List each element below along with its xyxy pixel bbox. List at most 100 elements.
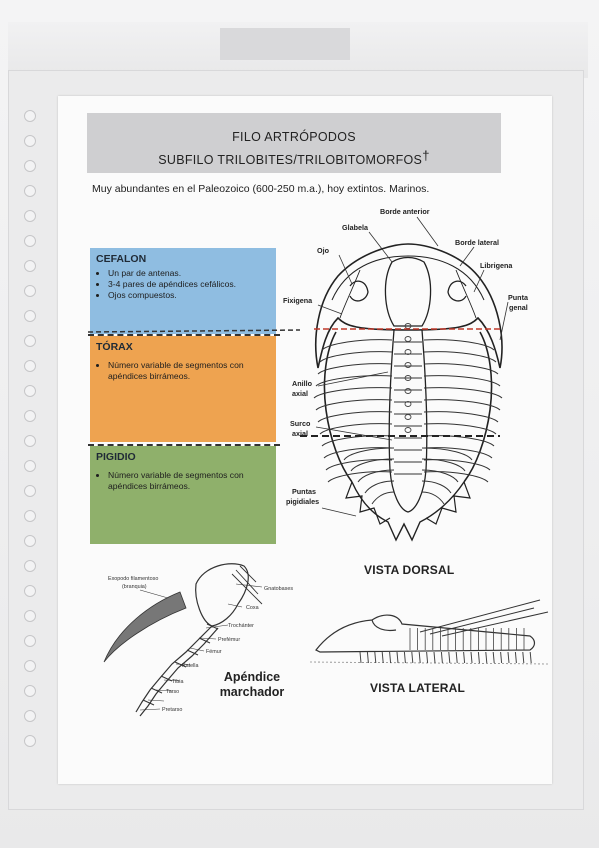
thorax-segment-left [321, 435, 393, 447]
walking-appendage-drawing [103, 563, 263, 717]
label-surco: Surco [290, 419, 311, 428]
lateral-leg [403, 651, 406, 664]
thoracic-segments [313, 339, 503, 505]
thorax-segment-right [423, 363, 499, 375]
pigidio-panel: PIGIDIO Número variable de segmentos con… [90, 446, 276, 544]
pygidium-segment-right [421, 480, 452, 494]
title-line-2: SUBFILO TRILOBITES/TRILOBITOMORFOS† [87, 148, 501, 167]
label-gnatobases: Gnatobases [264, 586, 293, 592]
list-item: Número variable de segmentos con apéndic… [108, 360, 272, 382]
sleeve-tab [220, 28, 350, 60]
binder-hole [24, 135, 36, 147]
trilobite-dorsal-drawing [315, 243, 503, 542]
appendage-joint [198, 637, 211, 644]
label-prefemur: Prefémur [218, 637, 240, 643]
thorax-segment-right [423, 423, 497, 435]
pigidio-list: Número variable de segmentos con apéndic… [94, 470, 276, 492]
axial-dot [404, 349, 412, 355]
lateral-leg [492, 651, 495, 664]
binder-hole [24, 610, 36, 622]
lateral-leg [389, 651, 392, 664]
label-genal: genal [509, 303, 528, 312]
lateral-leg [485, 651, 488, 664]
pygidium-segment-right [421, 469, 459, 483]
binder-hole [24, 710, 36, 722]
binder-hole [24, 360, 36, 372]
pygidium-segment-left [343, 447, 395, 461]
lateral-leg [411, 651, 414, 664]
axial-dot [404, 362, 412, 368]
list-item: 3-4 pares de apéndices cefálicos. [108, 279, 236, 290]
pygidium-segment-right [421, 491, 445, 505]
lateral-leg [455, 651, 458, 664]
label-tibia: Tibia [172, 679, 183, 685]
label-tarso: Tarso [166, 689, 179, 695]
binder-hole [24, 635, 36, 647]
thorax-segment-left [315, 399, 393, 411]
label-branquia: (branquia) [122, 584, 147, 590]
axial-dot [404, 401, 412, 407]
binder-hole [24, 335, 36, 347]
cefalon-title: CEFALON [96, 253, 147, 265]
cefalon-boundary-extension [87, 329, 301, 333]
lateral-leg [529, 651, 532, 664]
axial-dot [404, 336, 412, 342]
binder-hole [24, 260, 36, 272]
lateral-leg [522, 651, 525, 664]
axial-dot [404, 388, 412, 394]
label-punta: Punta [508, 293, 529, 302]
thorax-segment-left [315, 375, 393, 387]
binder-hole [24, 235, 36, 247]
thorax-segment-left [319, 423, 393, 435]
binder-hole [24, 185, 36, 197]
thorax-segment-right [423, 435, 495, 447]
lateral-leg [433, 651, 436, 664]
thorax-segment-right [423, 387, 503, 399]
torax-title: TÓRAX [96, 341, 133, 353]
pigidio-title: PIGIDIO [96, 451, 136, 463]
thorax-segment-left [323, 447, 393, 459]
title-line-1: FILO ARTRÓPODOS [232, 130, 356, 144]
thorax-segment-right [423, 351, 497, 363]
list-item: Ojos compuestos. [108, 290, 236, 301]
lateral-leg [440, 651, 443, 664]
lateral-leg [477, 651, 480, 664]
intro-text: Muy abundantes en el Paleozoico (600-250… [92, 183, 430, 195]
axial-dot [404, 375, 412, 381]
binder-holes [20, 110, 40, 760]
lateral-leg [366, 651, 369, 664]
lateral-segments [409, 628, 525, 650]
divider-torax-pigidio [88, 444, 280, 446]
cefalon-list: Un par de antenas. 3-4 pares de apéndice… [94, 268, 240, 301]
title-bar [87, 113, 501, 173]
label-patella: Patella [182, 663, 198, 669]
thorax-segment-left [317, 411, 393, 423]
thorax-segment-left [321, 339, 393, 351]
lateral-leg [500, 651, 503, 664]
lateral-leg [514, 651, 517, 664]
binder-hole [24, 585, 36, 597]
vista-dorsal-label: VISTA DORSAL [364, 563, 455, 577]
appendage-joint [150, 687, 163, 694]
torax-panel: TÓRAX Número variable de segmentos con a… [90, 336, 276, 442]
label-borde-lateral: Borde lateral [455, 238, 499, 247]
pygidium-segment-left [357, 469, 395, 483]
apendice-line-2: marchador [219, 685, 285, 699]
label-anillo: Anillo [292, 379, 313, 388]
binder-hole [24, 210, 36, 222]
lateral-leg [396, 651, 399, 664]
lateral-leg [359, 651, 362, 664]
thorax-segment-right [423, 411, 499, 423]
binder-hole [24, 285, 36, 297]
thorax-segment-right [423, 471, 489, 483]
lateral-leg [374, 651, 377, 664]
binder-hole [24, 535, 36, 547]
appendage-leader-lines [139, 583, 263, 711]
binder-hole [24, 410, 36, 422]
pygidium-segment-left [350, 458, 395, 472]
label-pigidiales: pigidiales [286, 497, 319, 506]
label-coxa: Coxa [246, 605, 259, 611]
axial-dot [404, 414, 412, 420]
pygidium-segment-left [364, 480, 395, 494]
label-ojo: Ojo [317, 246, 330, 255]
